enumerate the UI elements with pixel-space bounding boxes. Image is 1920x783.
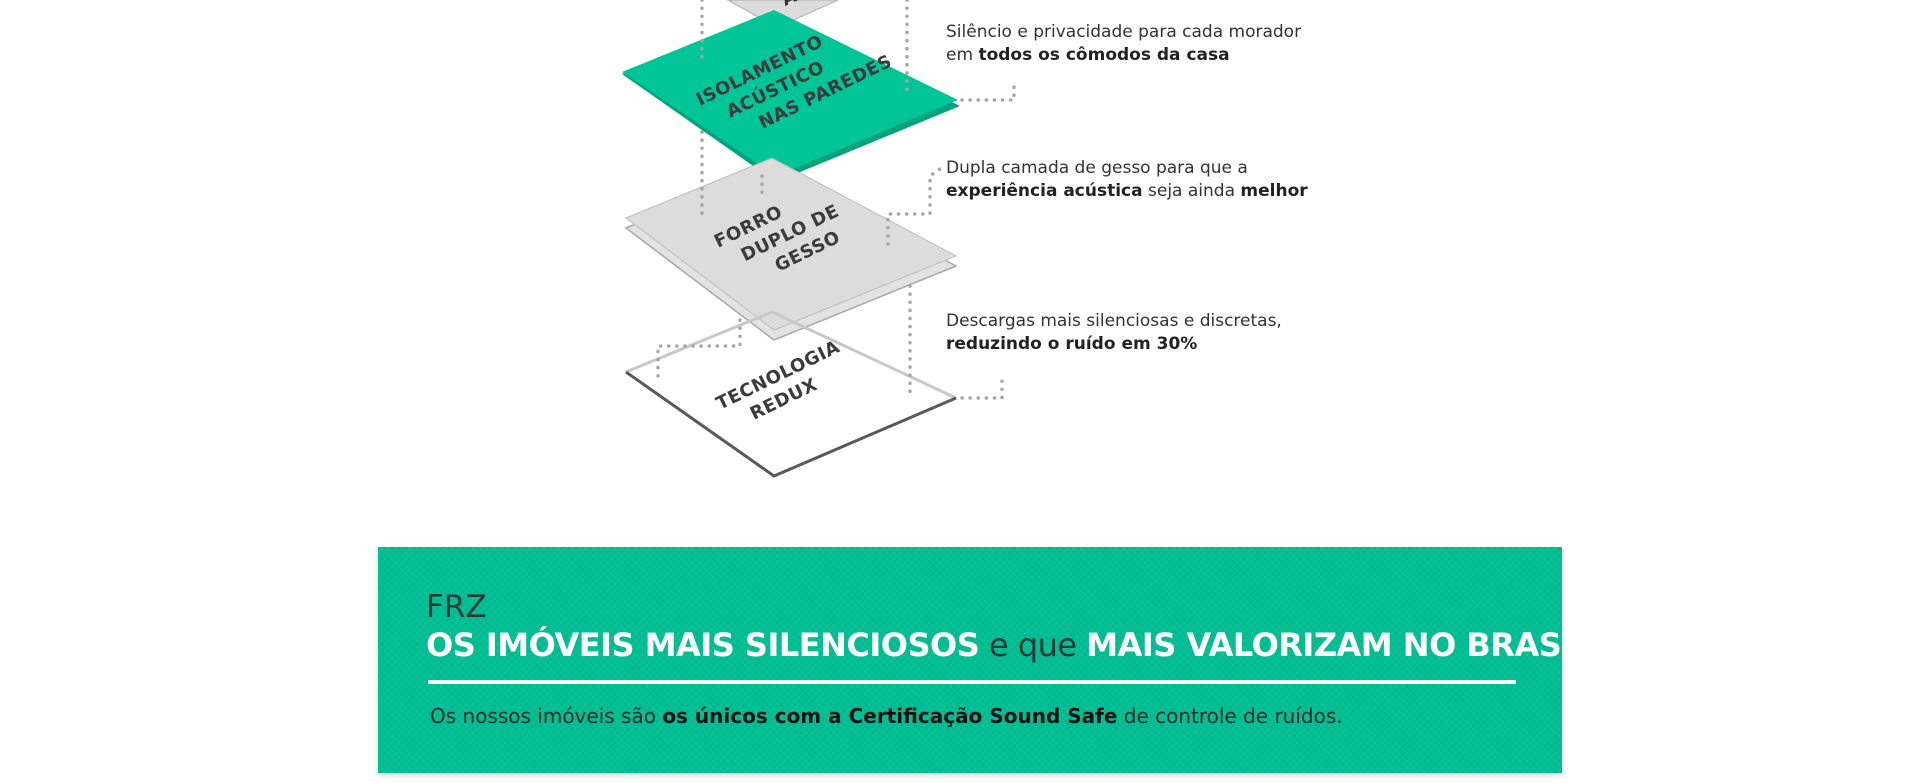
description-segment: melhor <box>1240 181 1308 201</box>
description-acoustic: Silêncio e privacidade para cada morador… <box>946 21 1301 67</box>
layer-redux-plate-dark <box>625 370 957 478</box>
description-segment: seja ainda <box>1142 181 1241 201</box>
layer-top-label: A <box>778 0 800 11</box>
description-segment: Silêncio e privacidade para cada morador <box>946 22 1302 42</box>
note-part-1: Os nossos imóveis são <box>430 704 663 728</box>
brand-name: FRZ <box>426 589 487 625</box>
promo-banner: FRZ OS IMÓVEIS MAIS SILENCIOSOS e que MA… <box>378 547 1593 773</box>
note-part-2: os únicos com a Certificação Sound Safe <box>662 704 1118 728</box>
description-segment: experiência acústica <box>946 181 1143 201</box>
description-segment: todos os cômodos da casa <box>978 45 1230 65</box>
banner-headline: OS IMÓVEIS MAIS SILENCIOSOS e que MAIS V… <box>426 625 1593 665</box>
layer-redux-plate-light <box>625 310 957 400</box>
description-segment: reduzindo o ruído em 30% <box>946 334 1198 354</box>
description-segment: Descargas mais silenciosas e discretas, <box>946 311 1282 331</box>
headline-part-1: OS IMÓVEIS MAIS SILENCIOSOS <box>426 626 980 664</box>
banner-note: Os nossos imóveis são os únicos com a Ce… <box>430 703 1343 729</box>
connector-desc-2 <box>886 164 946 246</box>
layers-diagram: A ISOLAMENTO ACÚSTICO NAS PAREDES FORRO … <box>622 0 1016 478</box>
headline-part-2: e que <box>979 626 1087 664</box>
description-ceiling: Dupla camada de gesso para que a experiê… <box>946 157 1308 203</box>
layer-acoustic-plate <box>622 10 958 176</box>
dotted-connectors <box>656 0 1016 400</box>
description-ceiling-line2: experiência acústica seja ainda melhor <box>946 180 1308 203</box>
note-part-3: de controle de ruídos. <box>1117 704 1343 728</box>
description-redux: Descargas mais silenciosas e discretas, … <box>946 310 1282 356</box>
headline-part-3: MAIS VALORIZAM NO BRASIL <box>1086 626 1593 664</box>
layer-ceiling-top-plate <box>625 157 958 331</box>
description-redux-line1: Descargas mais silenciosas e discretas, <box>946 310 1282 333</box>
connector-desc-3 <box>960 376 1004 400</box>
description-segment: Dupla camada de gesso para que a <box>946 158 1248 178</box>
description-segment: em <box>946 45 979 65</box>
description-ceiling-line1: Dupla camada de gesso para que a <box>946 157 1308 180</box>
banner-divider <box>428 680 1516 684</box>
description-acoustic-line2: em todos os cômodos da casa <box>946 44 1301 67</box>
description-redux-line2: reduzindo o ruído em 30% <box>946 333 1282 356</box>
description-acoustic-line1: Silêncio e privacidade para cada morador <box>946 21 1301 44</box>
layer-redux-label: TECNOLOGIA REDUX <box>713 337 843 425</box>
connector-desc-1 <box>960 78 1016 102</box>
